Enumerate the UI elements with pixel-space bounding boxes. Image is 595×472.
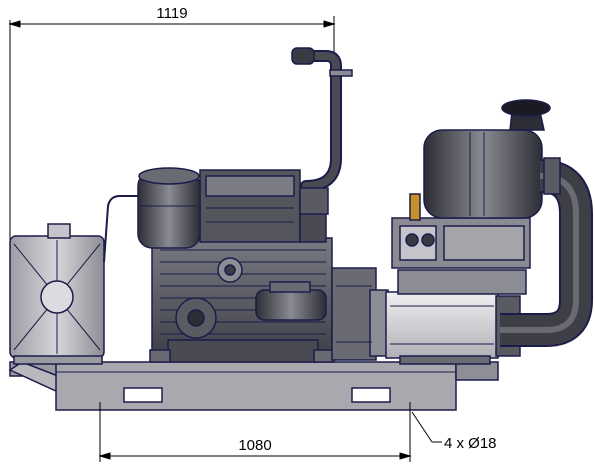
hole-note-leader — [411, 411, 442, 443]
hole-leader-line — [411, 411, 433, 443]
exhaust-flange — [299, 187, 329, 215]
engine — [137, 167, 335, 363]
engine-mount-left — [149, 349, 171, 363]
engine-oil-sump — [167, 339, 319, 363]
top-dimension-arrow-right — [323, 20, 336, 28]
exhaust-system — [291, 47, 353, 215]
exhaust-pipe — [300, 52, 340, 190]
bottom-dimension — [98, 410, 412, 462]
alternator-top-frame — [397, 269, 527, 295]
fuel-tank-cap — [47, 223, 71, 239]
base-frame-slot-right — [351, 387, 391, 403]
air-cleaner — [423, 99, 551, 219]
engine-starter-solenoid — [269, 281, 311, 293]
hole-note-label: 4 x Ø18 — [444, 435, 497, 452]
bottom-dimension-arrow-right — [399, 452, 412, 460]
air-cleaner-body — [423, 129, 543, 219]
fuel-tank-feet — [13, 355, 103, 365]
fuel-tank — [9, 223, 105, 365]
base-frame-slot-left — [123, 387, 163, 403]
alternator-body — [385, 291, 499, 359]
top-dimension-arrow-left — [8, 20, 21, 28]
fuel-line — [103, 195, 138, 263]
engine-mount-right — [313, 349, 335, 363]
fuel-tank-gauge — [40, 280, 74, 314]
control-knob-1 — [405, 233, 419, 247]
top-dimension — [8, 16, 336, 240]
fuel-filter-accent — [409, 193, 421, 221]
bottom-dimension-label: 1080 — [238, 437, 271, 454]
engine-cooling-fins — [160, 249, 326, 335]
control-box-cover — [443, 225, 525, 261]
coupling — [331, 267, 389, 361]
alternator-feet — [399, 355, 491, 365]
exhaust-rain-cap — [291, 47, 315, 65]
top-dimension-label: 1119 — [156, 5, 187, 22]
engine-crank-hub — [187, 309, 205, 327]
engine-pulley-upper-hub — [224, 264, 236, 276]
control-unit — [391, 193, 531, 269]
control-knob-2 — [421, 233, 435, 247]
bottom-dimension-arrow-left — [98, 452, 111, 460]
mounting-hole-markers — [99, 402, 411, 412]
base-frame-beam — [55, 361, 457, 411]
alternator — [385, 269, 527, 365]
engine-valve-cover — [205, 175, 295, 197]
base-frame — [8, 361, 499, 411]
engine-air-filter-lid — [138, 167, 200, 185]
air-cleaner-cap — [501, 99, 551, 117]
intake-duct-clamp — [543, 157, 561, 195]
flywheel-housing — [331, 267, 377, 361]
intake-duct — [500, 157, 593, 347]
engine-starter-motor — [255, 289, 327, 321]
exhaust-bracket — [329, 69, 353, 77]
